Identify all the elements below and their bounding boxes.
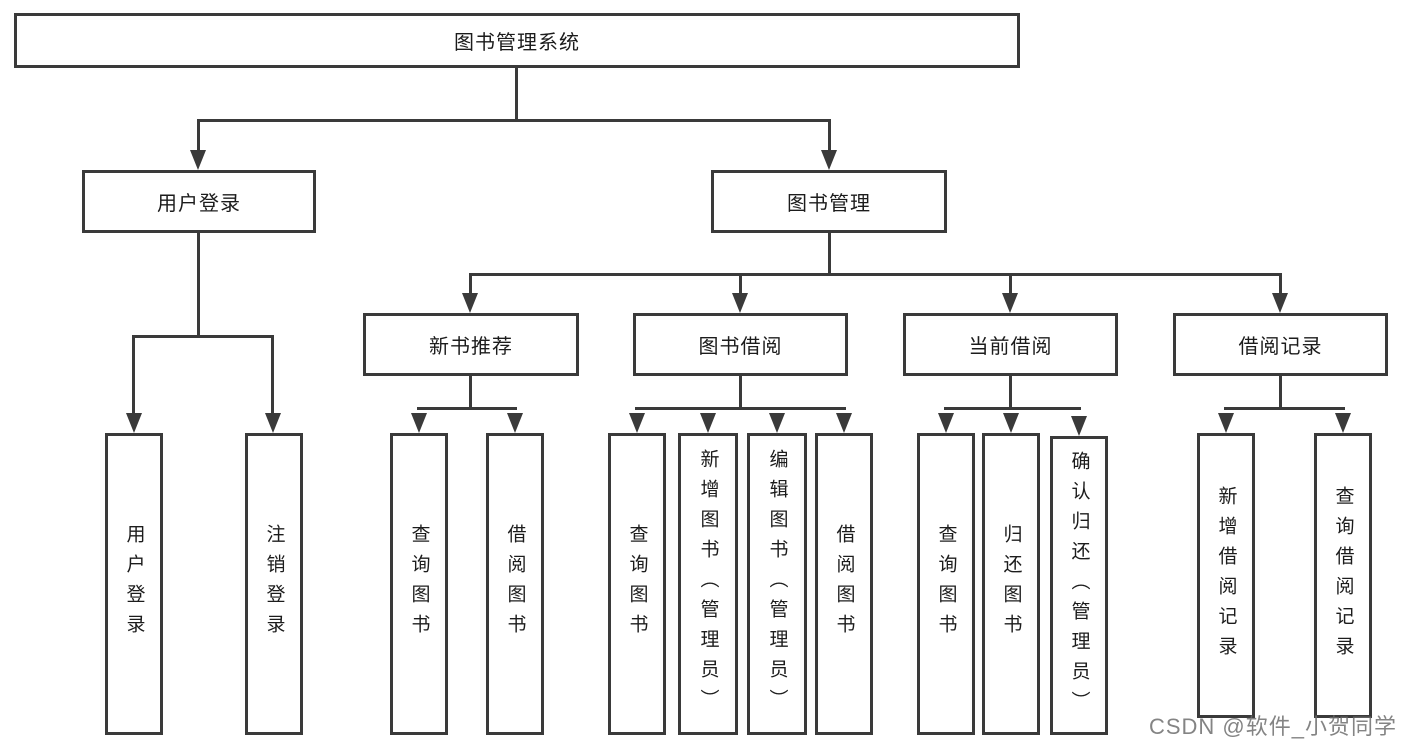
node-book-management: 图书管理: [711, 170, 947, 233]
arrow-down-icon: [1272, 293, 1288, 313]
connector-groups-rail: [469, 273, 1282, 276]
leaf-user-login: 用户登录: [105, 433, 163, 735]
arrow-down-icon: [507, 413, 523, 433]
arrow-down-icon: [769, 413, 785, 433]
node-borrow-records: 借阅记录: [1173, 313, 1388, 376]
arrow-down-icon: [938, 413, 954, 433]
leaf-edit-books-admin: 编辑图书（管理员）: [747, 433, 807, 735]
connector-to-group4: [1279, 273, 1282, 295]
leaf-query-borrow-record: 查询借阅记录: [1314, 433, 1372, 718]
leaf-query-books: 查询图书: [608, 433, 666, 735]
connector-to-group3: [1009, 273, 1012, 295]
arrow-down-icon: [190, 150, 206, 170]
node-current-borrowing: 当前借阅: [903, 313, 1118, 376]
arrow-down-icon: [462, 293, 478, 313]
connector-group4-rail: [1224, 407, 1345, 410]
leaf-logout: 注销登录: [245, 433, 303, 735]
arrow-down-icon: [1218, 413, 1234, 433]
connector-to-login-leaf: [132, 335, 135, 414]
connector-book-mgmt-stem: [828, 233, 831, 275]
connector-group1-rail: [417, 407, 517, 410]
arrow-down-icon: [821, 150, 837, 170]
leaf-borrow-books: 借阅图书: [486, 433, 544, 735]
connector-group2-stem: [739, 376, 742, 407]
connector-group3-stem: [1009, 376, 1012, 407]
arrow-down-icon: [411, 413, 427, 433]
connector-group4-stem: [1279, 376, 1282, 407]
arrow-down-icon: [700, 413, 716, 433]
arrow-down-icon: [1002, 293, 1018, 313]
arrow-down-icon: [126, 413, 142, 433]
leaf-confirm-return-admin: 确认归还（管理员）: [1050, 436, 1108, 735]
connector-group2-rail: [635, 407, 846, 410]
arrow-down-icon: [629, 413, 645, 433]
arrow-down-icon: [1335, 413, 1351, 433]
arrow-down-icon: [836, 413, 852, 433]
connector-level2-rail: [197, 119, 831, 122]
node-user-login: 用户登录: [82, 170, 316, 233]
node-new-book-recommend: 新书推荐: [363, 313, 579, 376]
leaf-add-borrow-record: 新增借阅记录: [1197, 433, 1255, 718]
node-root-library-system: 图书管理系统: [14, 13, 1020, 68]
csdn-watermark: CSDN @软件_小贺同学: [1148, 714, 1397, 739]
arrow-down-icon: [1003, 413, 1019, 433]
connector-to-group1: [469, 273, 472, 295]
connector-to-logout-leaf: [271, 335, 274, 414]
leaf-borrow-books: 借阅图书: [815, 433, 873, 735]
connector-to-book-management: [828, 119, 831, 152]
node-book-borrowing: 图书借阅: [633, 313, 848, 376]
connector-to-user-login: [197, 119, 200, 152]
connector-to-group2: [739, 273, 742, 295]
arrow-down-icon: [1071, 416, 1087, 436]
arrow-down-icon: [265, 413, 281, 433]
arrow-down-icon: [732, 293, 748, 313]
leaf-query-books: 查询图书: [917, 433, 975, 735]
connector-user-login-rail: [132, 335, 274, 338]
connector-group1-stem: [469, 376, 472, 407]
leaf-add-books-admin: 新增图书（管理员）: [678, 433, 738, 735]
connector-root-stem: [515, 68, 518, 120]
leaf-return-books: 归还图书: [982, 433, 1040, 735]
connector-user-login-stem: [197, 233, 200, 335]
connector-group3-rail: [944, 407, 1081, 410]
leaf-query-books: 查询图书: [390, 433, 448, 735]
